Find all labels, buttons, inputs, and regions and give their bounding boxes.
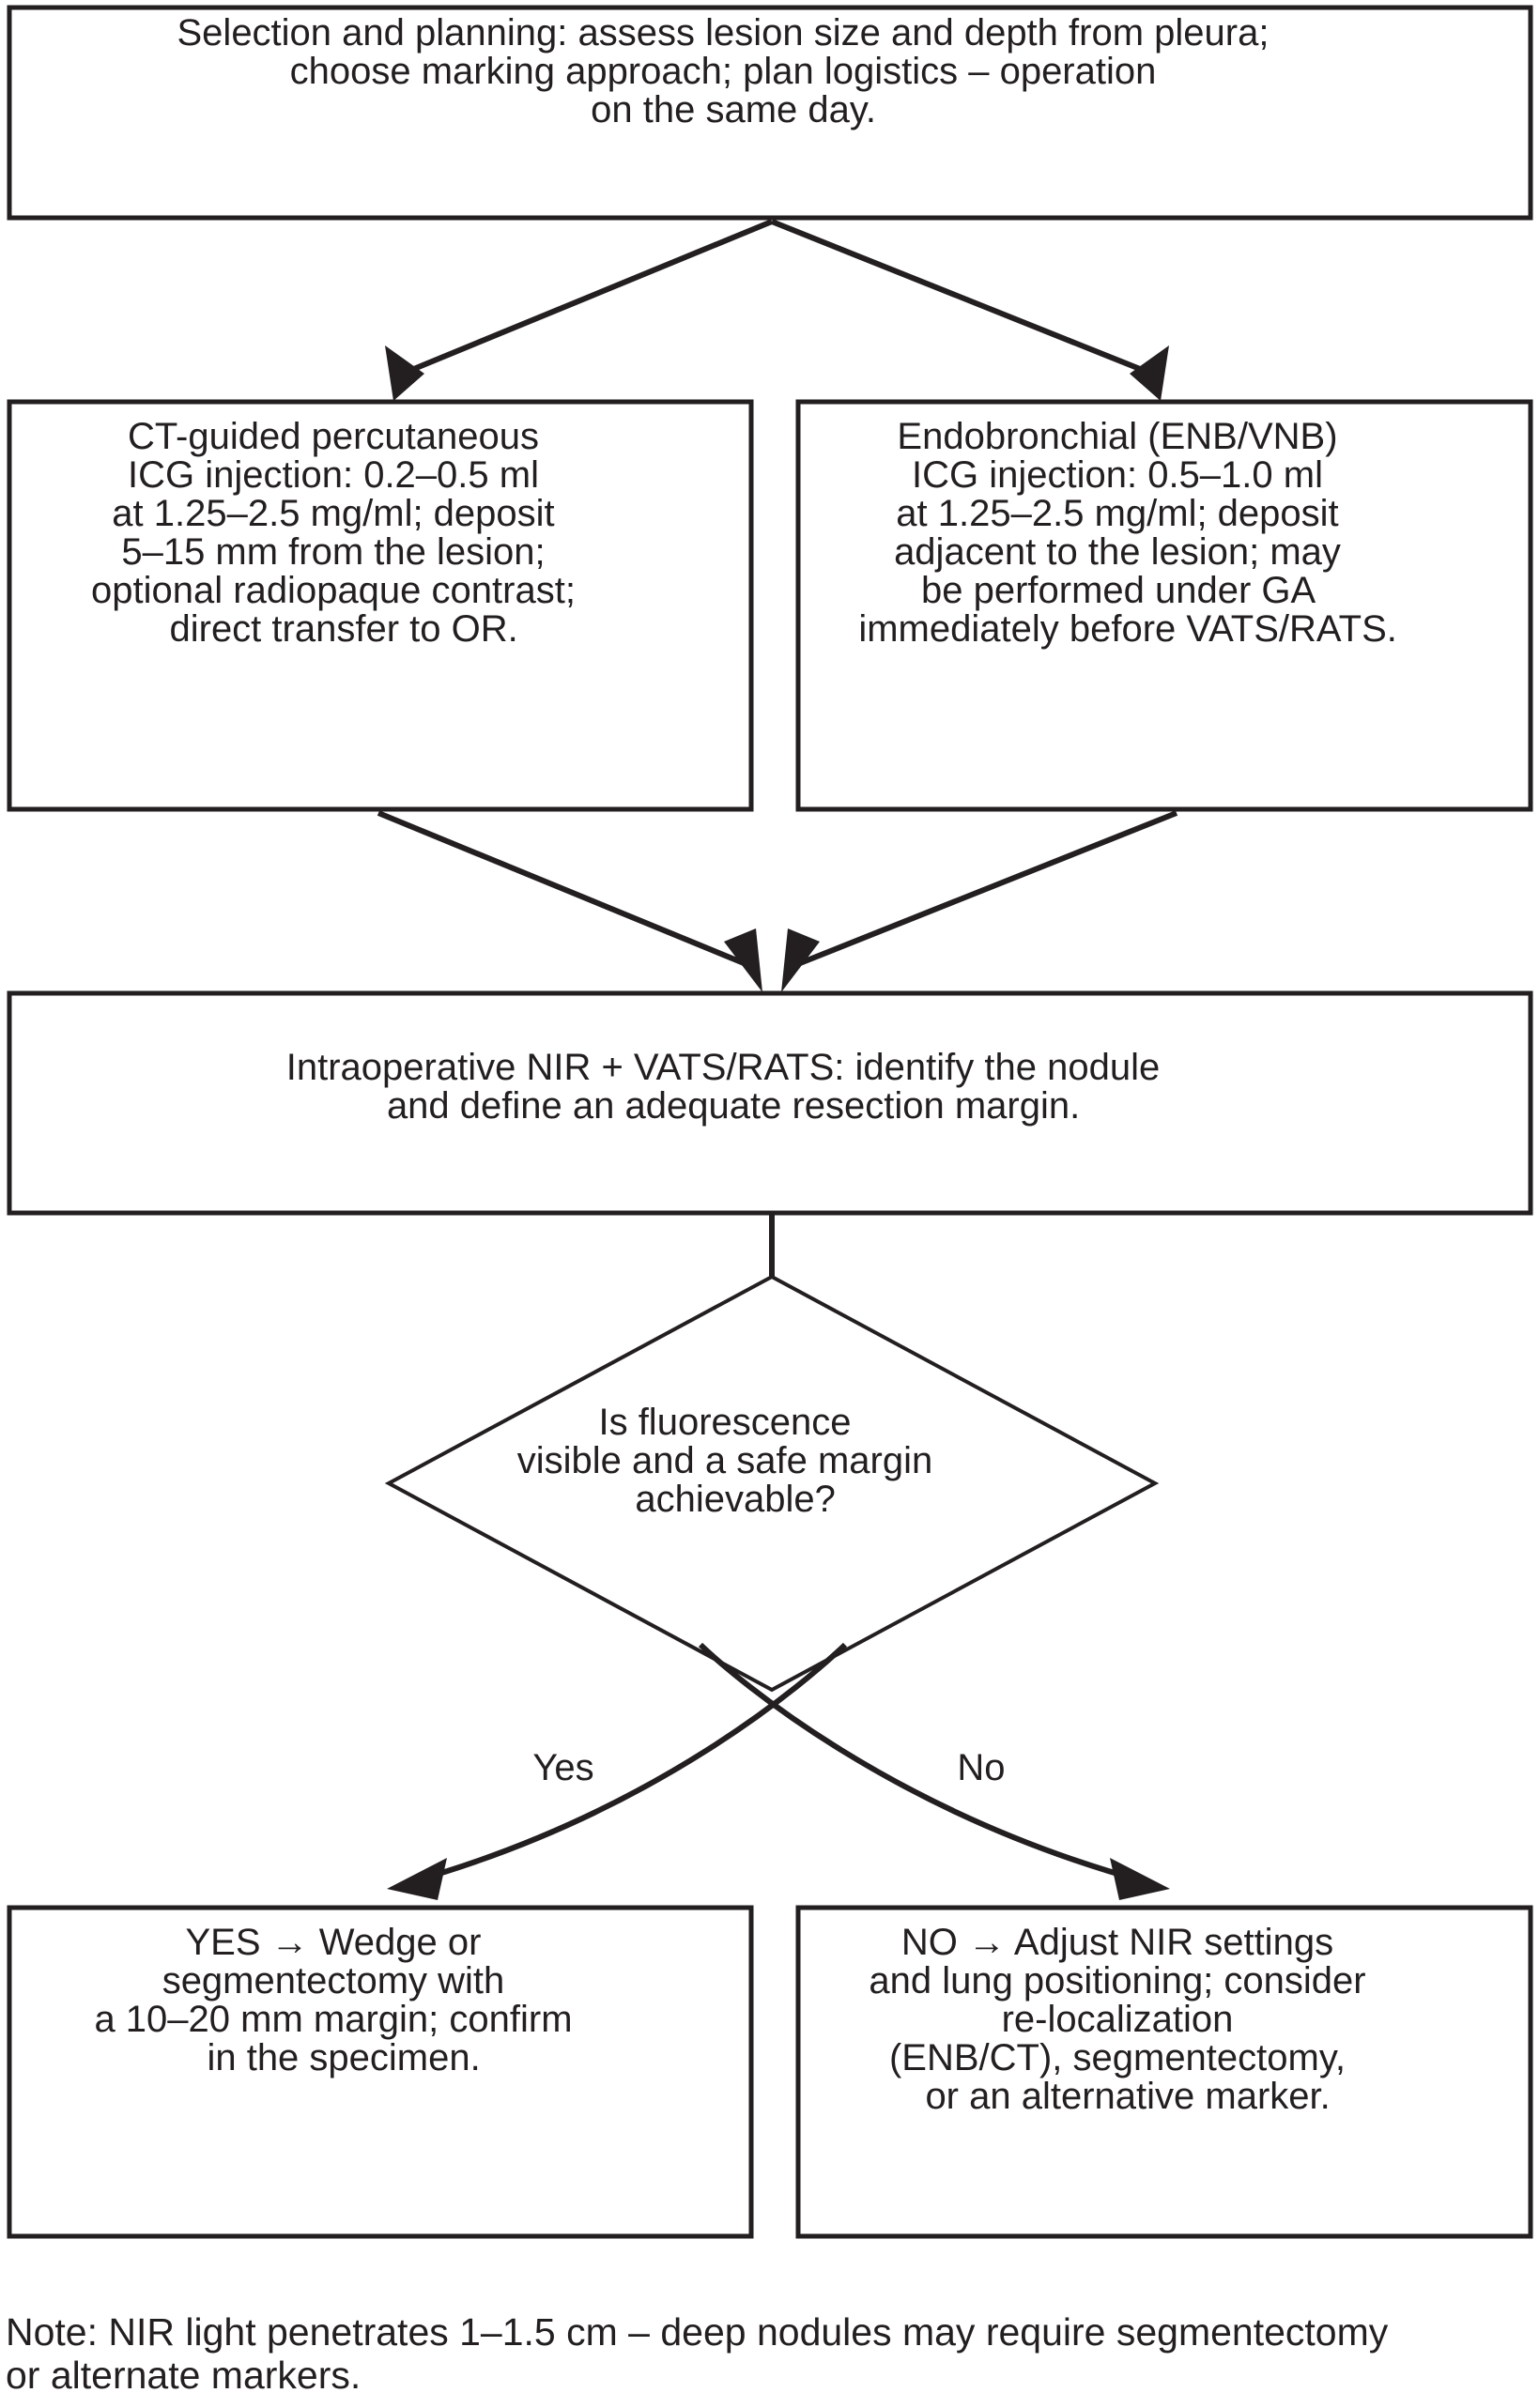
yes-outcome-text: YES → Wedge or segmentectomy with a 10–2…: [94, 1922, 666, 2078]
arrowhead-ct-merge: [724, 928, 762, 992]
node-intraoperative: Intraoperative NIR + VATS/RATS: identify…: [7, 990, 1533, 1216]
arrowhead-no-branch: [1110, 1858, 1170, 1900]
selection-planning-text: Selection and planning: assess lesion si…: [177, 12, 1363, 130]
node-ct-guided-percutaneous: CT-guided percutaneous ICG injection: 0.…: [7, 399, 754, 812]
arrowhead-to-ct-guided: [385, 345, 424, 401]
arrowhead-to-endobronchial: [1130, 345, 1169, 401]
ct-guided-box: [7, 399, 754, 812]
yes-outcome-box: [7, 1905, 754, 2239]
arrowhead-yes-branch: [387, 1858, 447, 1900]
node-yes-outcome: YES → Wedge or segmentectomy with a 10–2…: [7, 1905, 754, 2239]
connector-endobronchial-to-intraoperative: [781, 810, 1178, 992]
decision-text: Is fluorescence visible and a safe margi…: [517, 1402, 1027, 1520]
node-no-outcome: NO → Adjust NIR settings and lung positi…: [795, 1905, 1533, 2239]
selection-planning-box: [7, 5, 1533, 221]
node-fluorescence-decision: Is fluorescence visible and a safe margi…: [384, 1274, 1160, 1693]
connector-yes-branch: [387, 1642, 848, 1900]
branch-label-no: No: [957, 1747, 1005, 1788]
connector-selection-to-endobronchial: [770, 219, 1169, 401]
endobronchial-box: [795, 399, 1533, 812]
endobronchial-text: Endobronchial (ENB/VNB) ICG injection: 0…: [858, 416, 1470, 650]
no-outcome-text: NO → Adjust NIR settings and lung positi…: [869, 1922, 1459, 2117]
node-endobronchial: Endobronchial (ENB/VNB) ICG injection: 0…: [795, 399, 1533, 812]
footer-note: Note: NIR light penetrates 1–1.5 cm – de…: [6, 2310, 1399, 2397]
connector-no-branch: [698, 1642, 1170, 1900]
connector-selection-to-ct: [385, 219, 774, 401]
intraoperative-text: Intraoperative NIR + VATS/RATS: identify…: [286, 1047, 1254, 1127]
ct-guided-text: CT-guided percutaneous ICG injection: 0.…: [91, 416, 669, 650]
node-selection-planning: Selection and planning: assess lesion si…: [7, 5, 1533, 221]
connector-ct-to-intraoperative: [377, 810, 762, 992]
branch-label-yes: Yes: [532, 1747, 593, 1788]
arrowhead-endobronchial-merge: [781, 928, 820, 992]
decision-diamond: [384, 1274, 1160, 1693]
no-outcome-box: [795, 1905, 1533, 2239]
